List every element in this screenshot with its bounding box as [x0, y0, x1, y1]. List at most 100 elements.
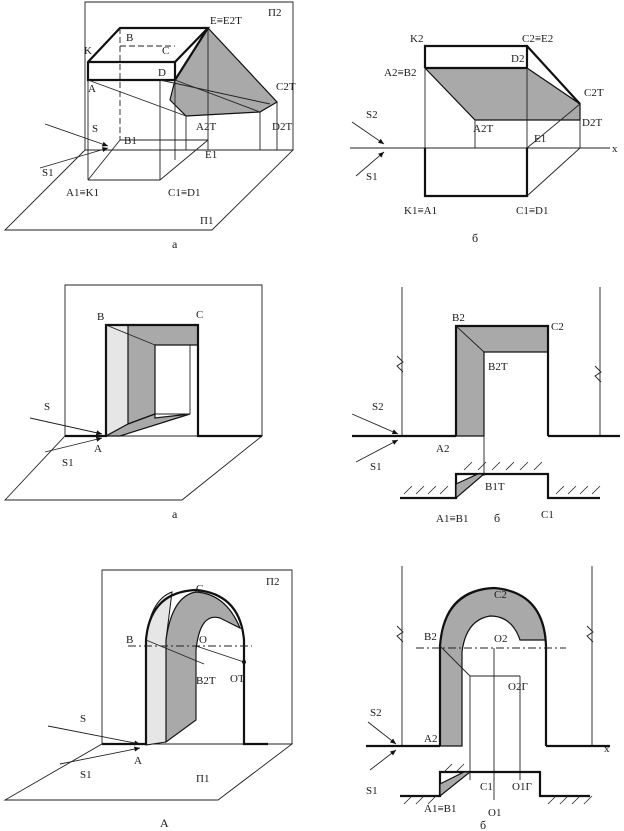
- label-s: S: [92, 123, 98, 135]
- label-d2: D2: [511, 53, 524, 65]
- label-pi1: П1: [200, 215, 213, 227]
- caption-p4: б: [494, 511, 500, 525]
- break-mark-right: [586, 625, 594, 643]
- plan-shadow: [439, 771, 472, 798]
- label-c: C: [162, 45, 169, 57]
- label-s: S: [80, 713, 86, 725]
- niche-inner-side: [105, 324, 129, 437]
- ground-hatch: [403, 461, 601, 495]
- label-x: x: [604, 743, 610, 755]
- label-s1: S1: [366, 171, 378, 183]
- label-o1: O1: [488, 807, 501, 819]
- label-d: D: [158, 67, 166, 79]
- label-a: A: [134, 755, 142, 767]
- panel-4-niche-projection: B2 C2 B2T S2 S1 A2 B1T A1≡B1 C1 б: [351, 287, 620, 525]
- panel-2-box-shadow-projection: K2 C2≡E2 D2 A2≡B2 C2T S2 A2T E1 D2T x S1…: [350, 33, 618, 245]
- label-d2t: D2T: [272, 121, 292, 133]
- label-a: A: [88, 83, 96, 95]
- label-a2t: A2T: [473, 123, 493, 135]
- label-c1d1: C1≡D1: [168, 187, 200, 199]
- label-o2g: O2Г: [508, 681, 528, 693]
- label-pi2: П2: [266, 576, 279, 588]
- label-o2: O2: [494, 633, 507, 645]
- label-a: A: [94, 443, 102, 455]
- label-s2: S2: [370, 707, 382, 719]
- arrow-s1: [355, 439, 399, 463]
- ground-plane: [3, 743, 294, 801]
- label-s1: S1: [370, 461, 382, 473]
- label-a2b2: A2≡B2: [384, 67, 416, 79]
- label-a2t: A2T: [196, 121, 216, 133]
- wall-plane: [64, 284, 263, 436]
- label-k2: K2: [410, 33, 423, 45]
- label-a1k1: A1≡K1: [66, 187, 99, 199]
- label-pi1: П1: [196, 773, 209, 785]
- frontal-shadow: [423, 67, 581, 121]
- label-c2t: C2T: [584, 87, 604, 99]
- arrow-s1: [369, 749, 397, 771]
- label-c2e2: C2≡E2: [522, 33, 553, 45]
- label-e1: E1: [205, 149, 217, 161]
- label-o: O: [199, 634, 207, 646]
- arrow-s2: [367, 721, 397, 745]
- label-e1: E1: [534, 133, 546, 145]
- panel-6-arch-projection: C2 B2 O2 O2Г S2 A2 x S1 C1 O1Г A1≡B1 O1 …: [366, 566, 610, 831]
- label-d2t: D2T: [582, 117, 602, 129]
- label-b1: B1: [124, 135, 137, 147]
- break-mark-left: [396, 625, 404, 643]
- plan-shadow: [455, 473, 486, 500]
- point-ot: [242, 660, 246, 664]
- caption-p3: а: [172, 507, 178, 521]
- break-mark-left: [396, 355, 404, 373]
- label-a1b1: A1≡B1: [424, 803, 456, 815]
- label-c2t: C2T: [276, 81, 296, 93]
- box-top-face: [86, 26, 211, 82]
- label-k: K: [84, 45, 92, 57]
- wall-plane: [101, 569, 293, 744]
- label-ot: OT: [230, 673, 245, 685]
- caption-p2: б: [472, 231, 478, 245]
- label-b1t: B1T: [485, 481, 505, 493]
- label-s1: S1: [80, 769, 92, 781]
- label-a1b1: A1≡B1: [436, 513, 468, 525]
- arrow-s2: [351, 121, 385, 145]
- label-s2: S2: [372, 401, 384, 413]
- label-c: C: [196, 583, 203, 595]
- caption-p1: а: [172, 237, 178, 251]
- label-c1d1: C1≡D1: [516, 205, 548, 217]
- label-c1: C1: [480, 781, 493, 793]
- label-a2: A2: [424, 733, 437, 745]
- arrow-s1: [44, 436, 103, 453]
- label-s2: S2: [366, 109, 378, 121]
- plane-pi1: [3, 149, 295, 231]
- label-s1: S1: [62, 457, 74, 469]
- arch-shadow: [439, 587, 547, 747]
- arrow-s2: [351, 413, 399, 435]
- arrow-s1: [59, 746, 141, 765]
- wall-shadow: [169, 27, 278, 117]
- arrow-s: [29, 417, 103, 436]
- label-b2t: B2T: [196, 675, 216, 687]
- plan-outline: [400, 472, 600, 500]
- label-pi2: П2: [268, 7, 281, 19]
- niche-shadow: [127, 324, 199, 425]
- label-x: x: [612, 143, 618, 155]
- panel-3-niche-perspective: B C S S1 A а: [3, 284, 264, 521]
- caption-p6: б: [480, 818, 486, 831]
- light-direction-s1-arrow: [39, 147, 109, 169]
- caption-p5: А: [160, 816, 169, 830]
- label-b2: B2: [452, 312, 465, 324]
- label-k1a1: K1≡A1: [404, 205, 437, 217]
- break-mark-right: [594, 365, 602, 383]
- plan-outline: [400, 770, 590, 798]
- niche-shadow: [455, 325, 549, 437]
- panel-1-box-shadow-perspective: П2 E≡E2T B C K D A C2T A2T D2T S B1 S1 E…: [3, 1, 296, 251]
- label-e: E≡E2T: [210, 15, 242, 27]
- label-s1: S1: [366, 785, 378, 797]
- label-b: B: [126, 32, 133, 44]
- arrow-s: [47, 725, 141, 746]
- label-s1: S1: [42, 167, 54, 179]
- niche-floor-shadow: [105, 413, 191, 437]
- label-c1: C1: [541, 509, 554, 521]
